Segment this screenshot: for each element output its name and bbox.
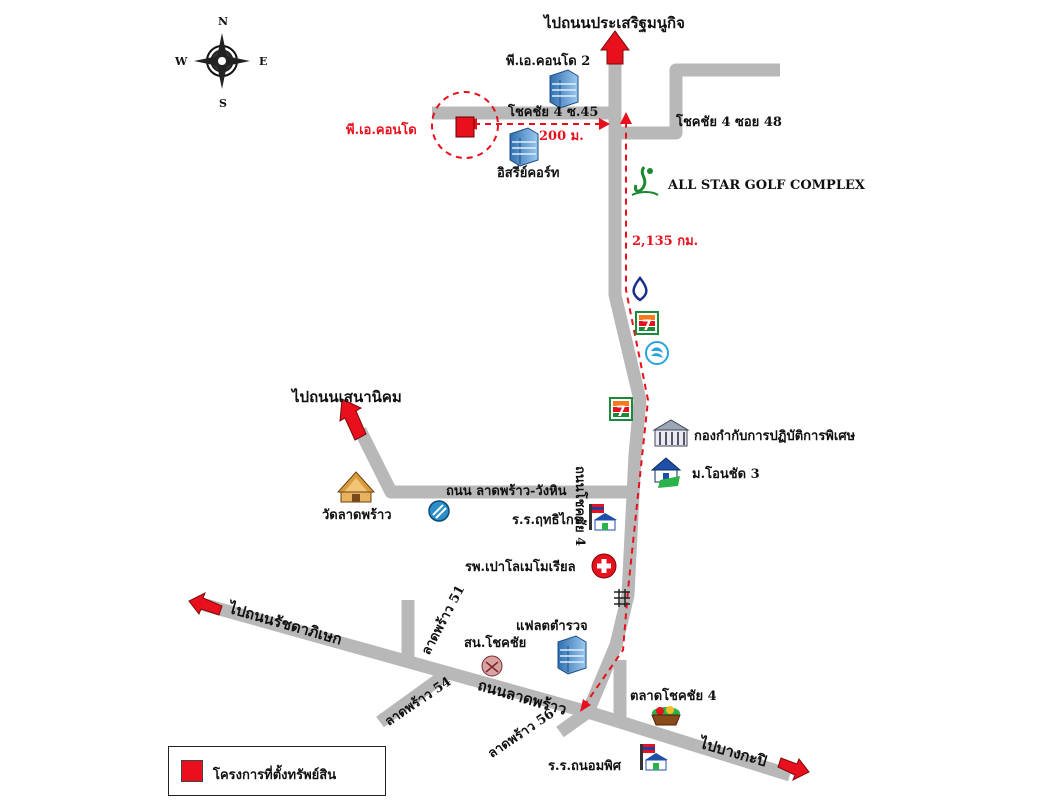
label-lat-phrao-wanghin: ถนน ลาดพร้าว-วังหิน xyxy=(446,484,567,499)
label-market-chokchai4: ตลาดโชคชัย 4 xyxy=(630,689,717,704)
label-distance-200m: 200 ม. xyxy=(539,129,584,144)
building-icon xyxy=(509,127,539,167)
arrow-north-icon xyxy=(600,30,630,65)
seven-eleven-icon: 7 xyxy=(609,397,633,421)
school-icon xyxy=(589,504,617,531)
svg-text:7: 7 xyxy=(642,318,652,334)
hospital-icon xyxy=(591,553,617,579)
route-path xyxy=(474,118,650,707)
road-chokchai4 xyxy=(582,55,647,715)
road-lat-phrao-56 xyxy=(556,706,592,738)
direction-arrows xyxy=(188,30,810,782)
label-chokchai4-road: ถนนโชคชัย 4 xyxy=(572,466,587,547)
building-icon xyxy=(549,69,579,109)
label-pa-condo: พี.เอ.คอนโด xyxy=(346,123,417,138)
compass-south: S xyxy=(219,97,227,110)
label-to-senanikom: ไปถนนเสนานิคม xyxy=(292,388,402,406)
legend: โครงการที่ตั้งทรัพย์สิน xyxy=(168,746,386,796)
label-wat-lat-phrao: วัดลาดพร้าว xyxy=(322,508,392,523)
seven-eleven-icon: 7 xyxy=(635,311,659,335)
label-chokchai4-soi48: โชคชัย 4 ซอย 48 xyxy=(676,115,782,130)
government-building-icon xyxy=(652,419,690,447)
label-hospital-paolo: รพ.เปาโลเมโมเรียล xyxy=(465,560,576,575)
label-school-uthaiwit: ร.ร.ฤทธิไกร xyxy=(512,513,581,528)
market-basket-icon xyxy=(651,706,681,726)
bangkok-bank-icon xyxy=(632,275,648,302)
compass-east: E xyxy=(259,55,268,68)
label-pa-condo-2: พี.เอ.คอนโด 2 xyxy=(506,54,591,69)
label-to-prasert: ไปถนนประเสริฐมนูกิจ xyxy=(544,14,685,32)
road-lat-phrao-54 xyxy=(376,669,449,728)
arrow-nw-icon xyxy=(339,398,367,441)
label-school-thanomphit: ร.ร.ถนอมพิศ xyxy=(548,759,621,774)
label-isaree-court: อิสรีย์คอร์ท xyxy=(497,166,560,181)
temple-icon xyxy=(336,471,376,503)
krungthai-bank-icon xyxy=(645,341,669,365)
railway-crossing-icon xyxy=(614,589,630,607)
label-distance-2135: 2,135 กม. xyxy=(632,234,699,249)
legend-project-swatch xyxy=(181,760,203,782)
house-icon xyxy=(650,457,682,488)
svg-text:7: 7 xyxy=(616,404,626,420)
legend-project-label: โครงการที่ตั้งทรัพย์สิน xyxy=(213,768,337,783)
road-chokchai4-soi48 xyxy=(616,63,780,140)
krungthai-bank-icon xyxy=(428,500,450,522)
label-chokchai4-soi45: โชคชัย 4 ซ.45 xyxy=(508,105,599,120)
road-lat-phrao-wanghin xyxy=(354,427,633,499)
building-icon xyxy=(557,635,587,675)
label-flat-police: แฟลตตำรวจ xyxy=(516,619,588,634)
compass-west: W xyxy=(175,55,188,68)
compass-icon xyxy=(194,33,250,89)
label-police-chokchai: สน.โชคชัย xyxy=(464,636,527,651)
police-station-icon xyxy=(481,655,503,677)
label-special-ops: กองกำกับการปฏิบัติการพิเศษ xyxy=(694,429,856,444)
golf-icon xyxy=(631,166,659,196)
arrow-west-icon xyxy=(188,591,223,616)
school-icon xyxy=(640,744,668,771)
label-moo-chokchai3: ม.โอนชัด 3 xyxy=(692,467,760,482)
roads xyxy=(196,55,792,782)
project-marker[interactable] xyxy=(431,91,499,159)
arrow-east-icon xyxy=(777,757,810,782)
label-all-star-golf: ALL STAR GOLF COMPLEX xyxy=(668,178,865,193)
compass-north: N xyxy=(218,15,229,28)
